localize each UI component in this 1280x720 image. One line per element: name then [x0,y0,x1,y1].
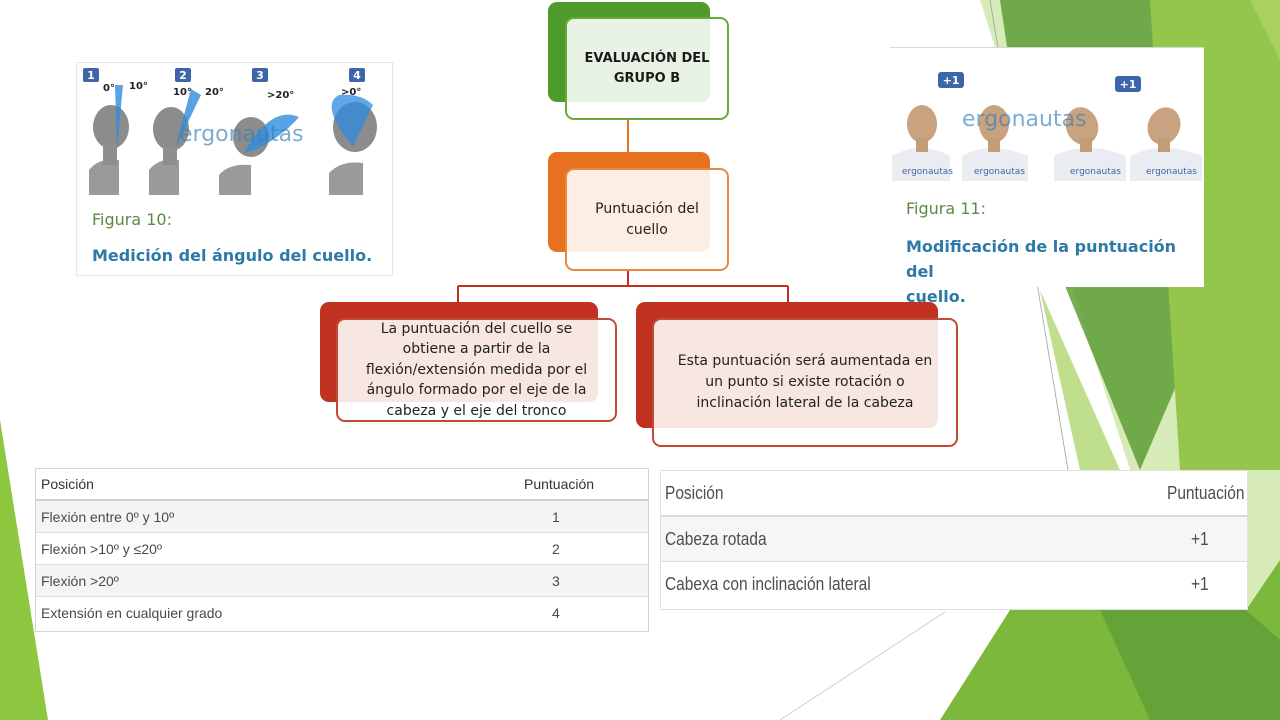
right-green-corner [1250,0,1280,60]
org-top-box: EVALUACIÓN DEL GRUPO B [565,17,729,120]
angle-label-0: 0° [103,83,115,94]
org-top-line1: EVALUACIÓN DEL [584,50,710,66]
badge-3: 3 [252,68,268,82]
head-figure-2 [149,89,201,195]
org-left-box: La puntuación del cuello se obtiene a pa… [336,318,617,422]
neck-angle-illustration: ergonautas 1 2 3 4 0° 10° 10° 20° [79,65,390,195]
head-figure-1 [89,85,129,195]
bust-4-shirt: ergonautas [1146,167,1197,177]
figure-11-title-line1: Modificación de la puntuación del [906,237,1177,281]
bust-4: ergonautas [1130,107,1202,181]
left-green-shape [0,420,48,720]
figure-11-title-line2: cuello. [906,287,966,306]
row-position: Cabeza rotada [665,528,767,549]
head-figure-3 [219,114,299,195]
badge-2: 2 [175,68,191,82]
bust-1-shirt: ergonautas [902,167,953,177]
row-score: +1 [1191,574,1209,594]
header-position: Posición [41,476,94,492]
neck-rotation-illustration: ergonautas ergonautas ergonautas ergonau… [890,68,1204,181]
bust-2: ergonautas [962,105,1028,181]
watermark-text: ergonautas [962,107,1087,132]
badge-4: 4 [349,68,365,82]
row-position: Extensión en cualquier grado [41,605,223,621]
header-score: Puntuación [1167,482,1245,503]
bottom-right-green-dark [1100,610,1280,720]
svg-text:+1: +1 [943,74,960,87]
org-left-line3: flexión/extensión medida por el [365,361,588,378]
row-score: 4 [552,605,560,621]
figure-10: ergonautas 1 2 3 4 0° 10° 10° 20° [76,62,393,276]
angle-label-10b: 10° [173,87,192,98]
row-score: +1 [1191,528,1209,549]
modifier-score-table: Posición Puntuación Cabeza rotada +1 Cab… [660,470,1248,610]
bust-2-shirt: ergonautas [974,167,1025,177]
bust-1: ergonautas [892,105,953,181]
thin-decor-line-bottom [779,611,946,720]
table-row: Cabexa con inclinación lateral +1 [661,562,1247,607]
table-header-row: Posición Puntuación [661,471,1247,517]
org-right-box: Esta puntuación será aumentada en un pun… [652,318,958,447]
svg-text:2: 2 [179,69,187,82]
org-right-line3: inclinación lateral de la cabeza [696,395,914,411]
org-left-line5: cabeza y el eje del tronco [386,402,567,419]
table-row: Flexión >20º 3 [36,565,648,597]
watermark-text: ergonautas [179,122,304,147]
angle-label-20: 20° [205,87,224,98]
org-middle-line1: Puntuación del [595,200,699,217]
bust-3: ergonautas [1054,107,1126,181]
org-left-line1: La puntuación del cuello se [380,320,573,337]
svg-text:4: 4 [353,69,361,82]
angle-label-gt0: >0° [341,87,361,98]
svg-text:1: 1 [87,69,95,82]
org-middle-box: Puntuación del cuello [565,168,729,271]
org-middle-line2: cuello [626,221,668,238]
figure-10-title: Medición del ángulo del cuello. [92,246,373,265]
table-row: Flexión >10º y ≤20º 2 [36,533,648,565]
svg-text:3: 3 [256,69,264,82]
table-row: Cabeza rotada +1 [661,517,1247,562]
angle-label-10a: 10° [129,81,148,92]
org-right-line1: Esta puntuación será aumentada en [677,353,933,369]
org-right-line2: un punto si existe rotación o [705,374,905,390]
row-position: Flexión >10º y ≤20º [41,540,163,557]
row-score: 3 [552,572,560,589]
header-score: Puntuación [524,476,595,492]
bust-3-shirt: ergonautas [1070,167,1121,177]
row-position: Cabexa con inclinación lateral [665,574,871,594]
org-left-line4: ángulo formado por el eje de la [366,382,587,399]
row-score: 2 [552,540,560,557]
svg-text:+1: +1 [1120,78,1137,91]
table-header-row: Posición Puntuación [36,469,648,501]
badge-plus1-left: +1 [938,72,964,88]
table-row: Flexión entre 0º y 10º 1 [36,501,648,533]
org-top-line2: GRUPO B [613,70,681,86]
row-position: Flexión entre 0º y 10º [41,508,175,525]
header-position: Posición [665,482,724,503]
head-figure-4 [329,94,377,195]
angle-label-gt20: >20° [267,90,294,101]
right-green-sliver [1040,290,1120,470]
org-left-line2: obtiene a partir de la [402,341,551,358]
figure-10-label: Figura 10: [92,210,172,229]
badge-plus1-right: +1 [1115,76,1141,92]
figure-11-label: Figura 11: [906,199,986,218]
table-row: Extensión en cualquier grado 4 [36,597,648,629]
figure-11: ergonautas ergonautas ergonautas ergonau… [890,47,1204,306]
row-position: Flexión >20º [41,572,119,589]
badge-1: 1 [83,68,99,82]
flexion-score-table: Posición Puntuación Flexión entre 0º y 1… [35,468,649,632]
row-score: 1 [552,508,560,525]
figure-11-title: Modificación de la puntuación del cuello… [906,234,1204,309]
